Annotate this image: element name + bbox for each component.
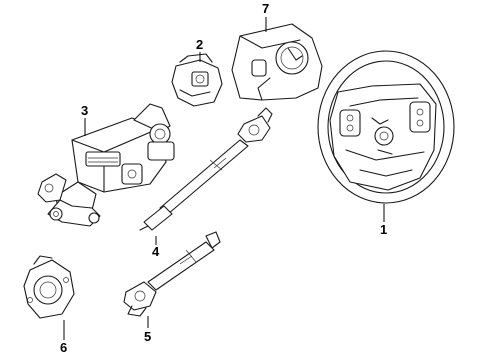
leader-lines xyxy=(63,17,385,340)
callout-7: 7 xyxy=(262,1,270,16)
callout-6: 6 xyxy=(60,340,68,355)
steering-column xyxy=(37,103,175,227)
callout-3: 3 xyxy=(81,103,89,118)
callout-1: 1 xyxy=(380,222,388,237)
clockspring xyxy=(23,255,75,319)
callout-4: 4 xyxy=(152,244,160,259)
ignition-lock xyxy=(171,53,223,107)
column-shroud xyxy=(231,23,323,101)
steering-wheel xyxy=(317,50,455,204)
callout-2: 2 xyxy=(196,37,204,52)
lower-shaft xyxy=(123,231,221,317)
upper-shaft xyxy=(139,107,273,231)
callout-5: 5 xyxy=(144,329,152,344)
